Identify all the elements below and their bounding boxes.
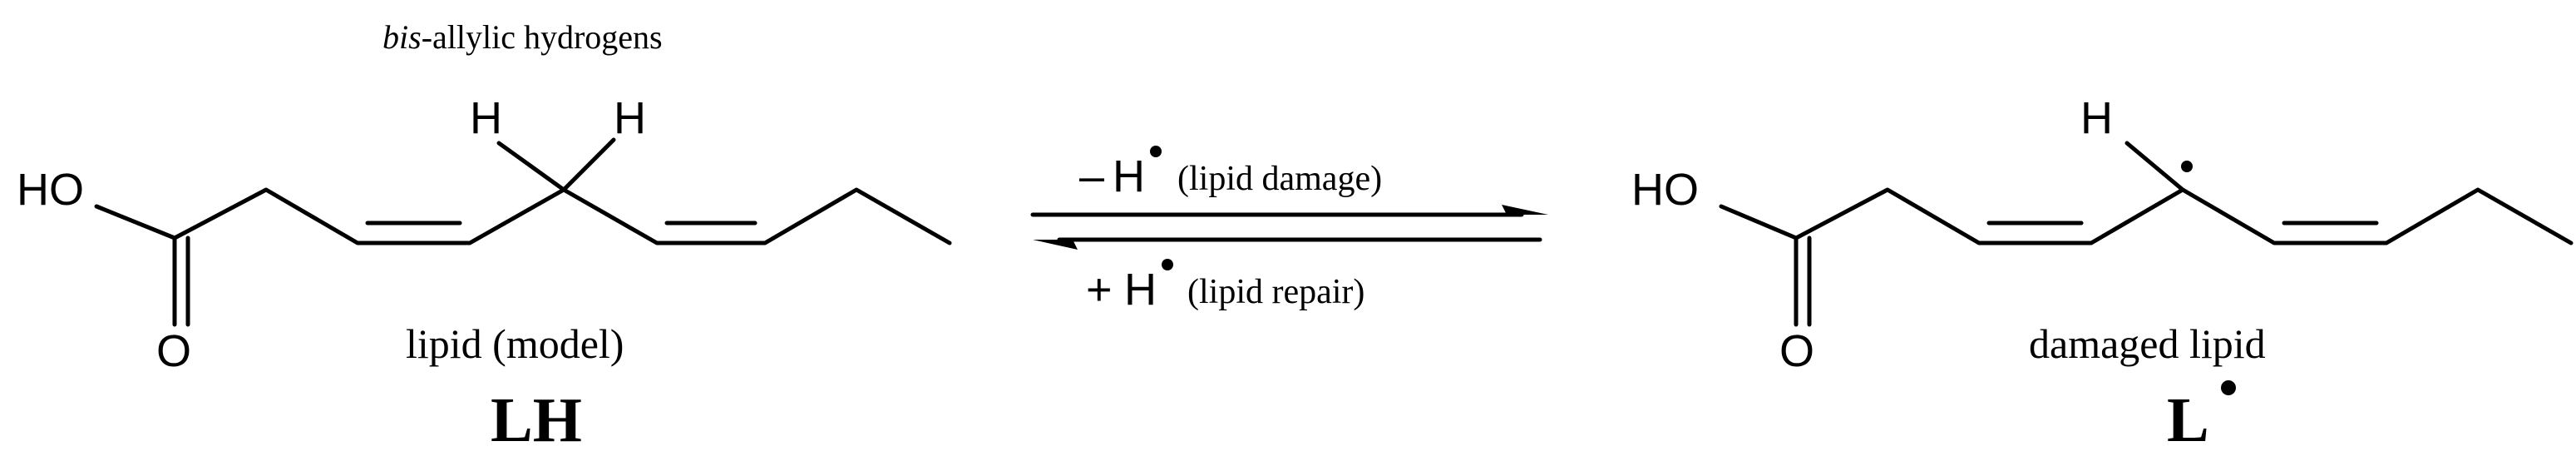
forward-sign: – — [1079, 151, 1104, 201]
lh-caption: lipid (model) — [406, 320, 624, 367]
lr-o-atom: O — [1779, 326, 1814, 376]
forward-arrowhead — [1502, 205, 1548, 215]
lr-h-atom: H — [2080, 93, 2113, 143]
equilibrium-arrows — [1030, 205, 1548, 250]
lh-bond-o-c1 — [94, 204, 177, 240]
lr-caption: damaged lipid — [2029, 320, 2266, 367]
annotation-italic: bis — [382, 18, 422, 56]
lr-radical-dot — [2181, 161, 2193, 172]
lh-bonds — [94, 137, 952, 327]
reverse-condition: + H (lipid repair) — [1086, 259, 1364, 315]
lr-chain — [1794, 187, 2574, 245]
reverse-note: (lipid repair) — [1187, 273, 1364, 311]
lh-chain — [172, 187, 952, 245]
molecule-lh: HO O H H lipid (model) LH — [17, 93, 952, 455]
forward-h-atom: H — [1113, 151, 1145, 201]
molecule-l-radical: HO O H damaged lipid L — [1631, 93, 2574, 455]
reverse-radical-dot — [1162, 259, 1173, 270]
reverse-arrowhead — [1033, 240, 1078, 250]
lh-h-atom-2: H — [614, 93, 646, 143]
lh-bond-c-h2 — [561, 137, 616, 192]
bis-allylic-annotation: bis-allylic hydrogens — [382, 18, 663, 56]
lr-bond-c-h — [2124, 141, 2185, 192]
lr-bonds — [1719, 141, 2574, 327]
forward-radical-dot — [1150, 146, 1162, 157]
reverse-sign: + — [1086, 265, 1113, 315]
annotation-rest: -allylic hydrogens — [422, 18, 663, 56]
forward-note: (lipid damage) — [1177, 160, 1382, 198]
lr-label-radical-dot — [2221, 380, 2236, 395]
lh-bond-c-h1 — [496, 141, 566, 192]
lh-h-atom-1: H — [470, 93, 502, 143]
lr-label: L — [2167, 385, 2209, 455]
lr-bond-o-c1 — [1719, 204, 1799, 240]
reverse-h-atom: H — [1124, 265, 1157, 315]
lh-label: LH — [491, 385, 582, 455]
lr-ho-atom: HO — [1631, 165, 1699, 215]
forward-condition: – H (lipid damage) — [1079, 146, 1382, 201]
lh-o-atom: O — [156, 326, 191, 376]
lh-ho-atom: HO — [17, 165, 84, 215]
